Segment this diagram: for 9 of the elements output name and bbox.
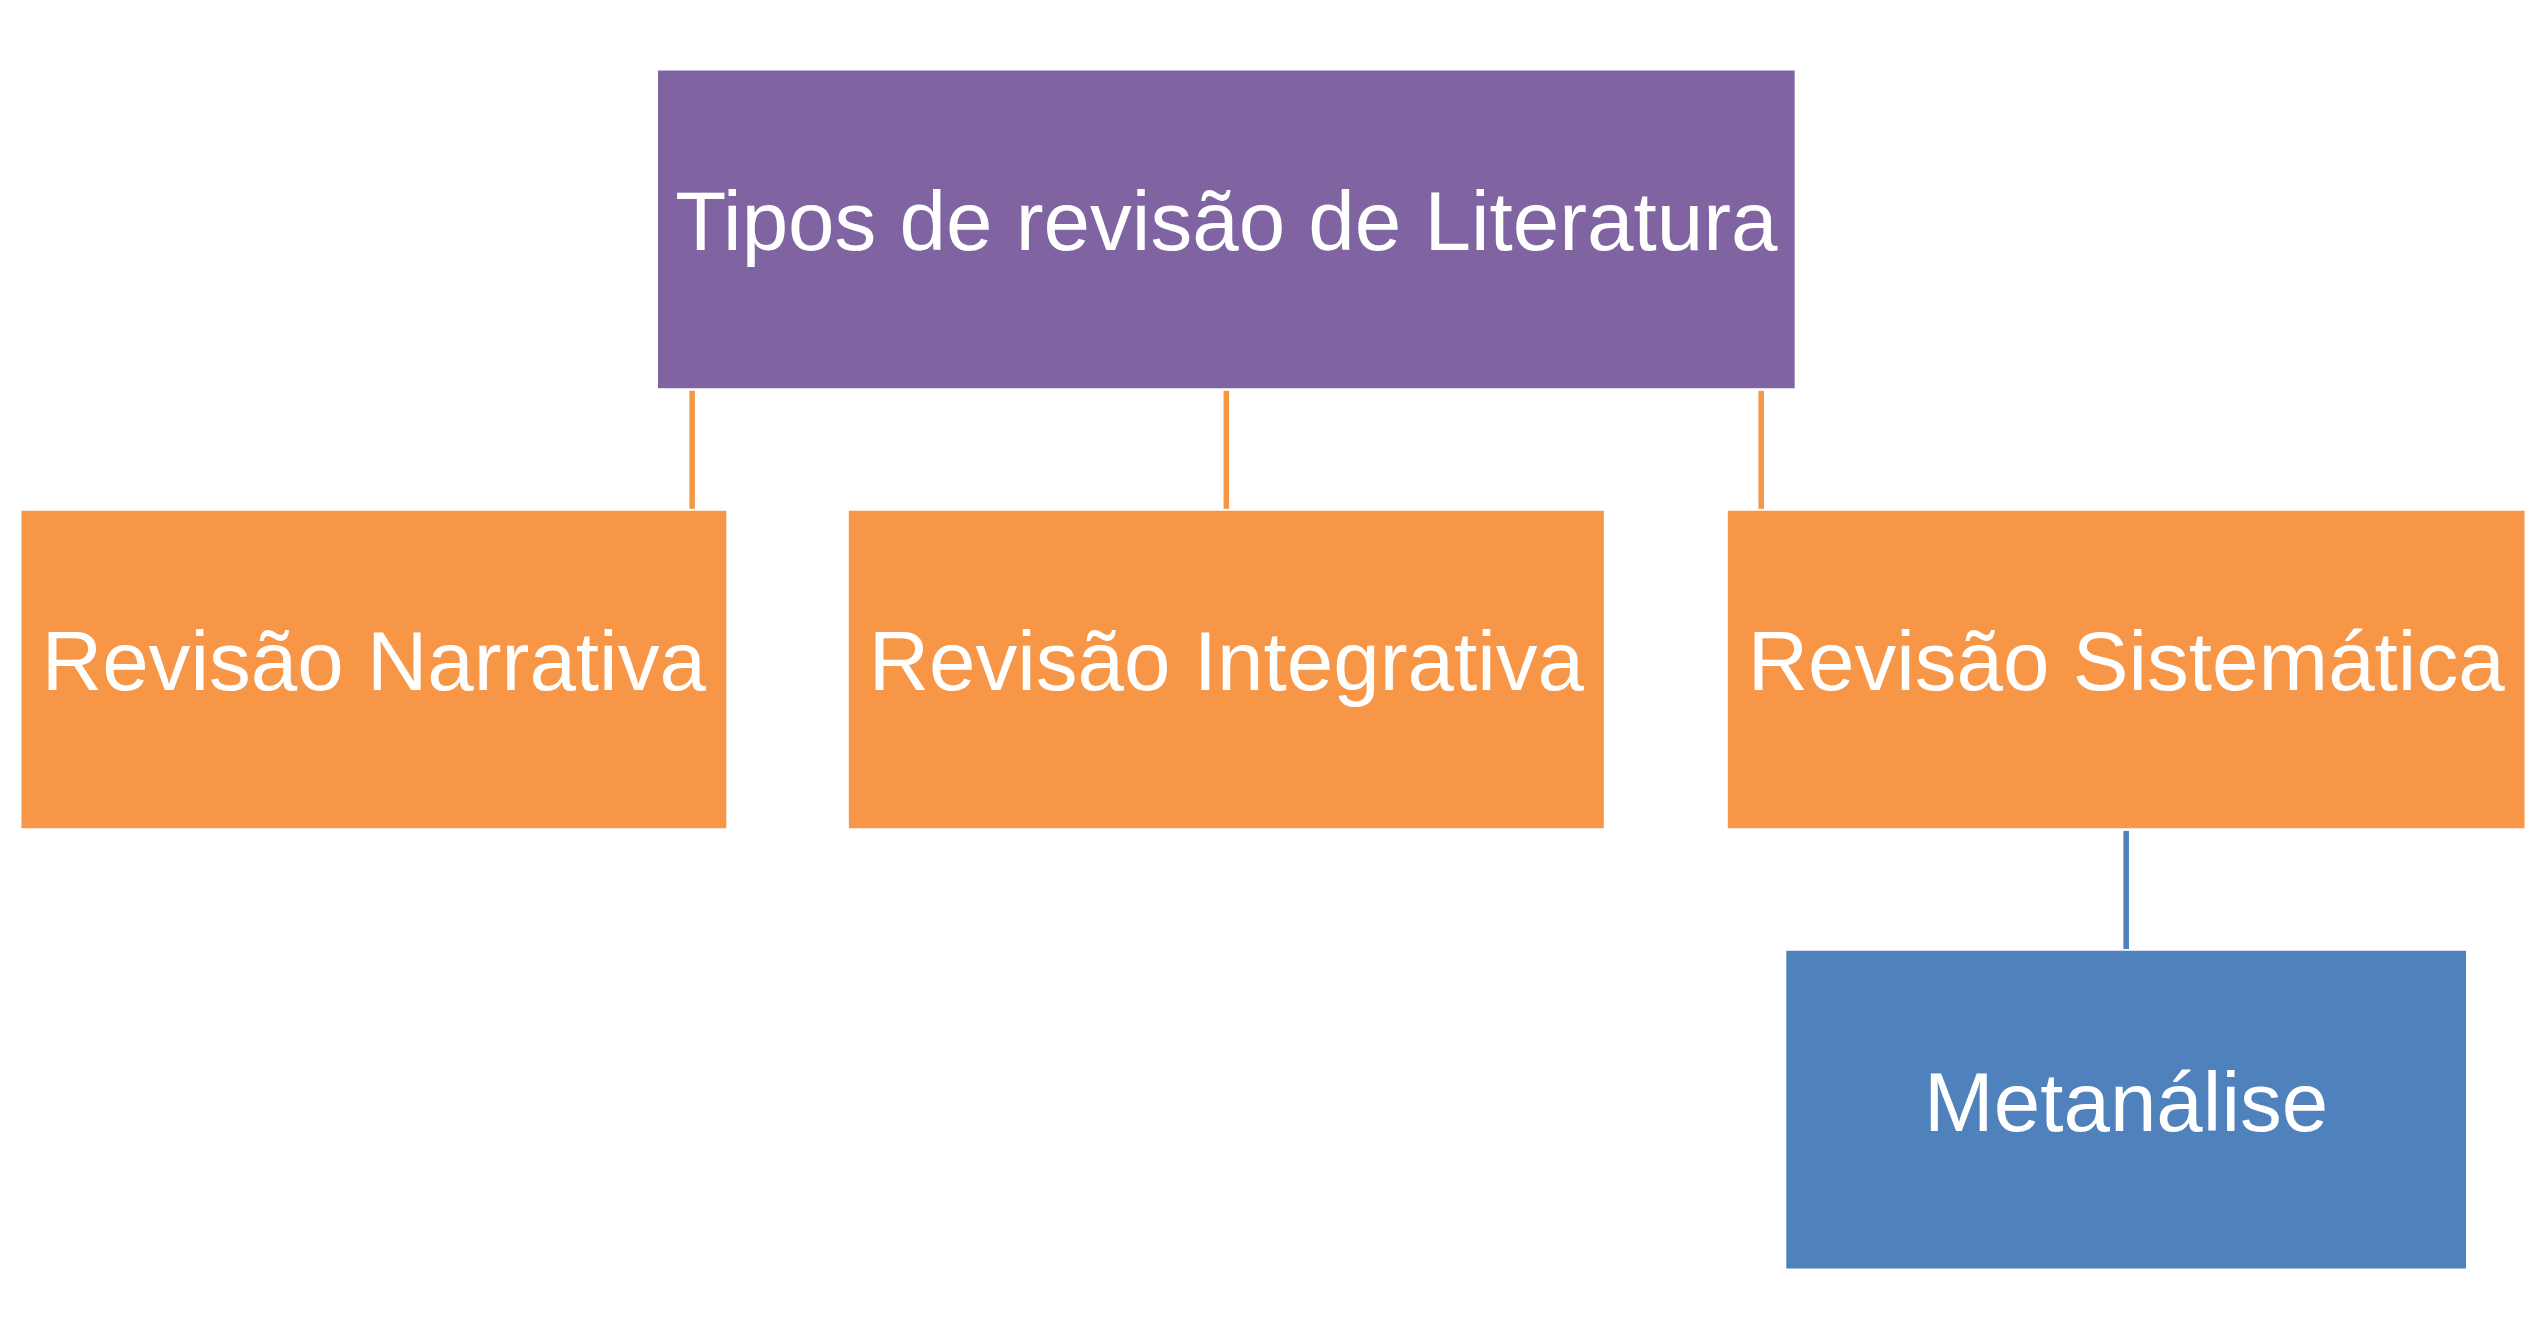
node-box: Revisão Sistemática [1725, 507, 2528, 831]
connector [1758, 390, 1764, 509]
node-box: Tipos de revisão de Literatura [655, 67, 1798, 391]
connector [1223, 390, 1230, 509]
connector [689, 390, 695, 509]
node-box: Revisão Integrativa [846, 507, 1607, 831]
connector [2123, 830, 2129, 949]
node-box: Revisão Narrativa [18, 507, 730, 831]
node-box: Metanálise [1783, 947, 2469, 1271]
